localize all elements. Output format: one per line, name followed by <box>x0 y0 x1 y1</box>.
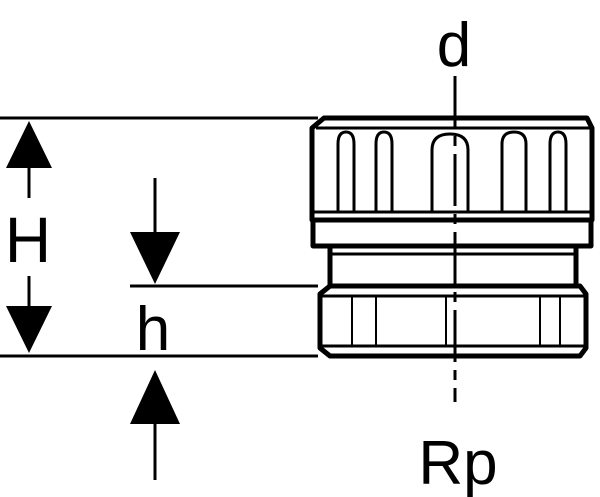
thread-height-dimension: h <box>130 178 180 480</box>
thread-up-arrow <box>130 370 180 424</box>
fitting-body <box>309 115 595 359</box>
total-height-label: H <box>5 204 51 276</box>
thread-size-label: Rp <box>418 429 497 497</box>
cap-base-band <box>310 217 594 249</box>
h-down-arrow <box>6 306 52 353</box>
fitting-neck <box>327 243 579 289</box>
h-up-arrow <box>6 121 52 168</box>
thread-down-arrow <box>130 232 180 284</box>
knurl-groove <box>548 130 568 212</box>
knurl-groove <box>430 132 470 212</box>
knurl-groove <box>500 130 528 212</box>
knurl-groove <box>374 130 394 212</box>
diameter-label: d <box>437 11 471 80</box>
extension-lines <box>0 116 318 358</box>
threaded-nut-outline <box>317 283 589 359</box>
thread-height-label: h <box>136 295 170 364</box>
total-height-dimension: H <box>5 121 52 353</box>
knurl-groove <box>336 130 356 212</box>
knurl-grooves <box>336 130 568 212</box>
